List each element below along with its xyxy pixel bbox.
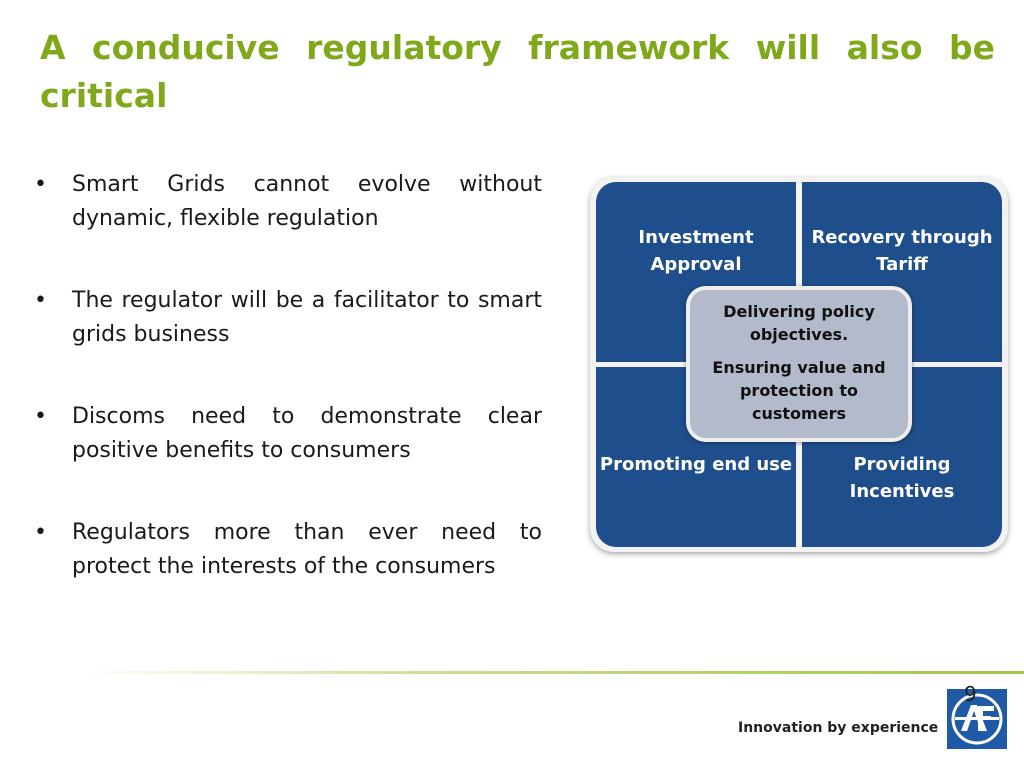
bullet-list: • Smart Grids cannot evolve without dynam… <box>34 168 542 632</box>
bullet-text: The regulator will be a facilitator to s… <box>72 288 542 347</box>
company-tagline: Innovation by experience <box>738 720 939 736</box>
bullet-item: • Regulators more than ever need to prote… <box>34 516 542 584</box>
quadrant-recovery-through-tariff: Recovery through Tariff <box>802 182 1002 362</box>
bullet-text: Discoms need to demonstrate clear positi… <box>72 404 542 463</box>
footer-divider <box>80 671 1024 674</box>
bullet-text: Regulators more than ever need to protec… <box>72 520 542 579</box>
slide-title: A conducive regulatory framework will al… <box>40 28 995 115</box>
center-objectives-box: Delivering policy objectives. Ensuring v… <box>686 286 912 442</box>
center-line-value: Ensuring value and protection to custome… <box>712 358 886 423</box>
bullet-dot: • <box>34 520 47 545</box>
bullet-item: • Discoms need to demonstrate clear posit… <box>34 400 542 468</box>
regulation-matrix: Investment Approval Recovery through Tar… <box>590 177 1008 552</box>
af-logo-icon <box>946 688 1008 750</box>
quadrant-label: Investment Approval <box>638 227 754 275</box>
quadrant-label: Recovery through Tariff <box>811 227 993 275</box>
bullet-dot: • <box>34 172 47 197</box>
bullet-item: • Smart Grids cannot evolve without dynam… <box>34 168 542 236</box>
center-line-policy: Delivering policy objectives. <box>723 302 875 344</box>
bullet-text: Smart Grids cannot evolve without dynami… <box>72 172 542 231</box>
bullet-item: • The regulator will be a facilitator to … <box>34 284 542 352</box>
page-number: 9 <box>964 682 977 706</box>
quadrant-label: Promoting end use <box>599 454 793 475</box>
bullet-dot: • <box>34 288 47 313</box>
bullet-dot: • <box>34 404 47 429</box>
af-logo-graphic <box>951 693 1003 745</box>
quadrant-label: Providing Incentives <box>849 454 955 502</box>
